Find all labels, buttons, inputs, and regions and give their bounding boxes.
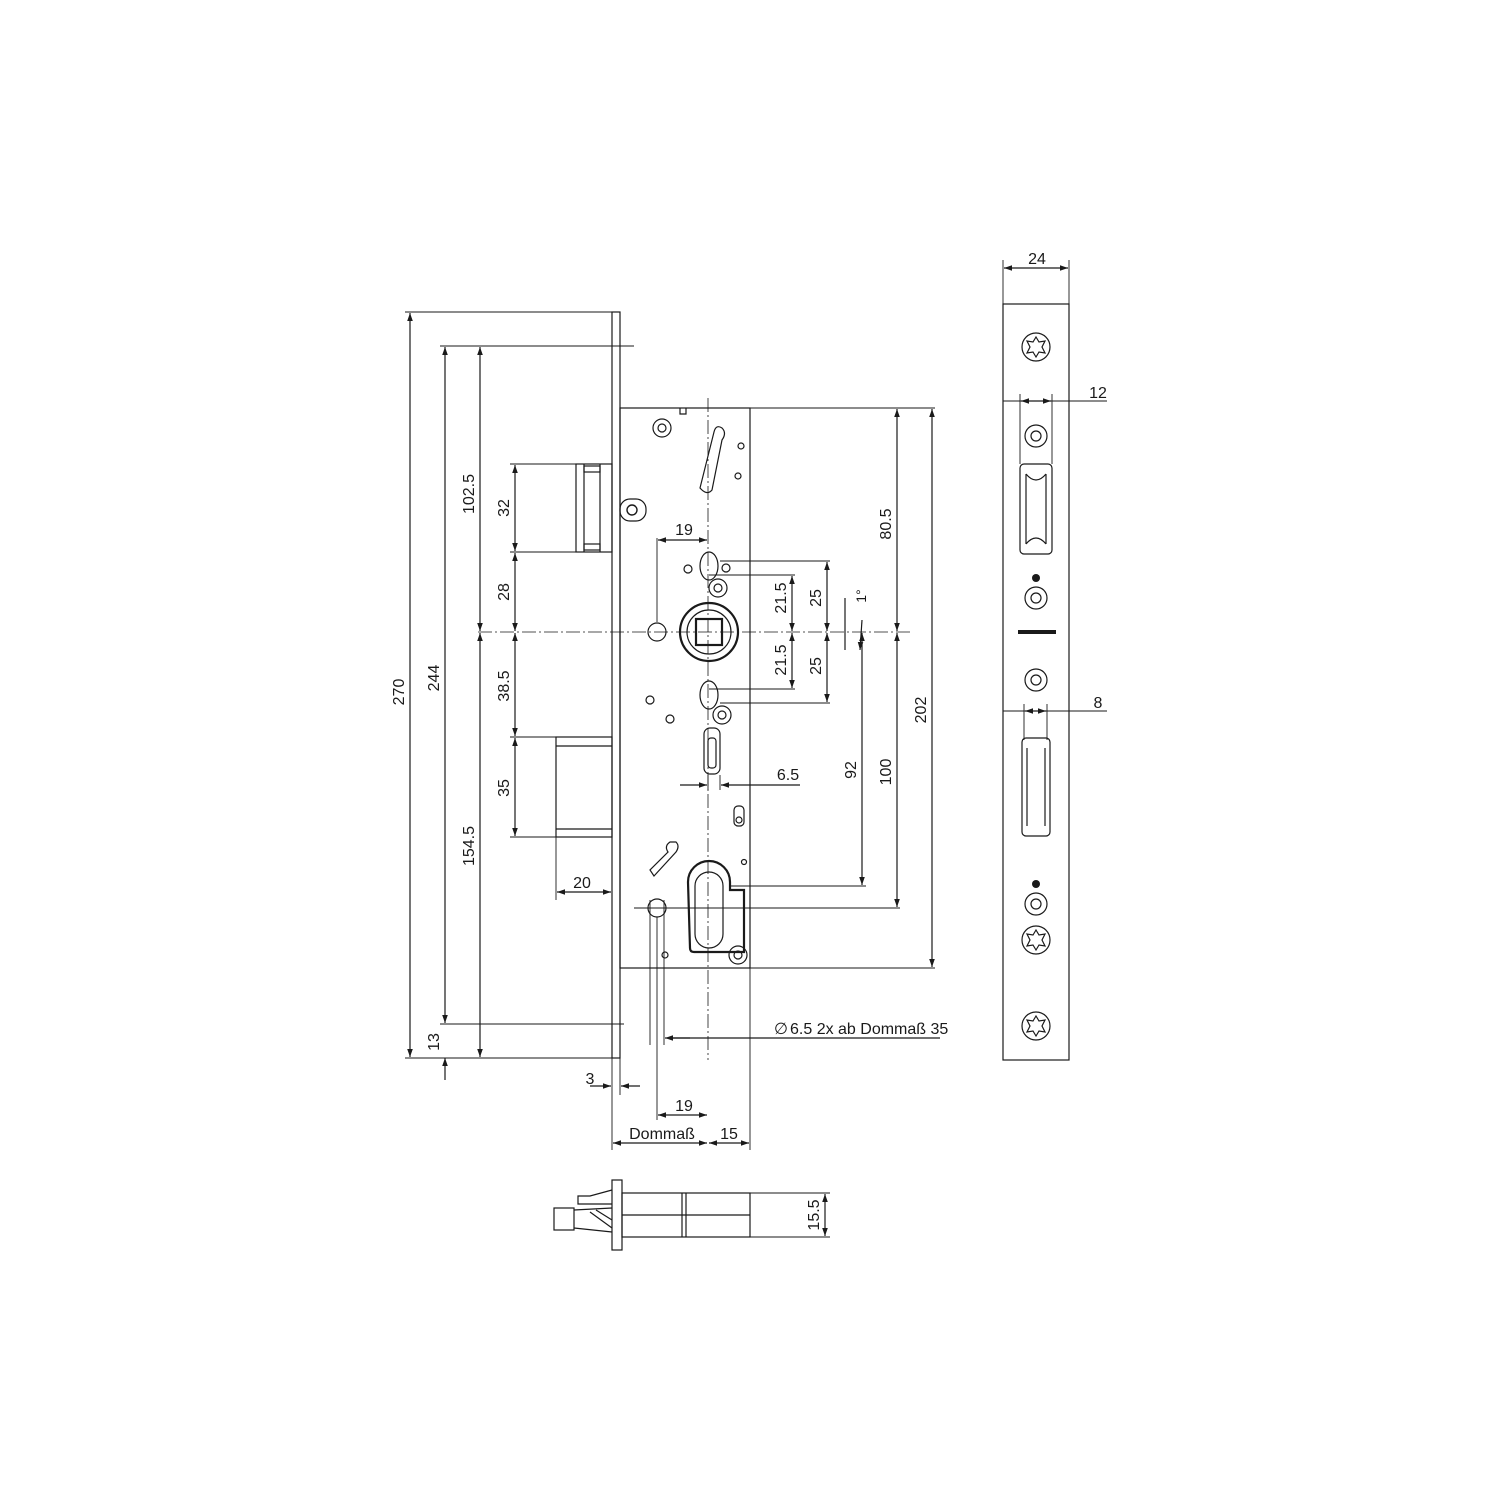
bolt-opening <box>1021 737 1051 837</box>
tiny-hole <box>740 858 748 866</box>
hole-bottom-small <box>661 951 669 959</box>
dim-28: 28 <box>496 583 513 601</box>
dim-19-top: 19 <box>675 522 693 539</box>
cylinder-cutout-outer <box>686 859 746 954</box>
center-marker <box>1018 630 1056 634</box>
dim-12: 12 <box>1089 385 1107 402</box>
dim-35: 35 <box>496 779 513 797</box>
dim-100: 100 <box>878 759 895 786</box>
small-slot <box>733 805 745 827</box>
dimension-lines <box>405 311 940 1150</box>
dim-angle: 1° <box>853 589 869 602</box>
dim-21-5-lower: 21.5 <box>773 644 790 675</box>
torx-screw-bottom <box>1021 1011 1051 1041</box>
screw-bottom <box>728 945 748 965</box>
hole-note: 6.5 2x ab Dommaß 35 <box>790 1021 948 1038</box>
bottom-view: 15.5 <box>553 1179 830 1251</box>
bottom-faceplate <box>611 1179 623 1251</box>
latch-profile <box>577 1189 613 1205</box>
lock-case <box>619 407 751 969</box>
dim-102-5: 102.5 <box>461 474 478 514</box>
torx-screw-top <box>1021 332 1051 362</box>
case-notch <box>679 408 687 415</box>
dim-32: 32 <box>496 499 513 517</box>
dim-13: 13 <box>426 1033 443 1051</box>
top-slot <box>699 426 726 494</box>
hole-note-symbol: ∅ <box>774 1021 788 1038</box>
dimension-labels: 270 244 13 102.5 154.5 32 28 38.5 35 20 … <box>391 474 948 1143</box>
latch-opening <box>1019 463 1053 555</box>
dim-80-5: 80.5 <box>878 508 895 539</box>
dim-92: 92 <box>843 761 860 779</box>
latch-cam <box>619 498 647 522</box>
dim-38-5: 38.5 <box>496 670 513 701</box>
lower-pin-cluster <box>645 680 732 725</box>
dim-25-lower: 25 <box>808 657 825 675</box>
cylinder-cutout-inner <box>694 871 724 949</box>
dim-15: 15 <box>720 1126 738 1143</box>
top-hole-a <box>737 442 745 450</box>
bolt-tip <box>553 1207 575 1231</box>
middle-slot <box>703 727 721 775</box>
dim-154-5: 154.5 <box>461 826 478 866</box>
torx-screw-middle <box>1021 925 1051 955</box>
dim-8: 8 <box>1094 695 1103 712</box>
dim-19-bottom: 19 <box>675 1098 693 1115</box>
dim-25-upper: 25 <box>808 589 825 607</box>
screw-2 <box>1024 574 1048 610</box>
dim-dommass: Dommaß <box>629 1126 695 1143</box>
dim-6-5: 6.5 <box>777 767 799 784</box>
dim-20: 20 <box>573 875 591 892</box>
small-hole <box>735 816 743 824</box>
dim-244: 244 <box>426 665 443 692</box>
upper-pin-cluster <box>683 551 731 598</box>
dead-bolt <box>555 736 613 838</box>
top-hole-b <box>734 472 742 480</box>
front-view <box>478 311 910 1060</box>
dim-3: 3 <box>586 1071 595 1088</box>
screw-4 <box>1024 880 1048 916</box>
latch-bolt <box>575 463 613 553</box>
dim-15-5: 15.5 <box>806 1199 823 1230</box>
dim-270: 270 <box>391 679 408 706</box>
latch-wedge <box>573 1207 613 1233</box>
dim-24: 24 <box>1028 251 1046 268</box>
dim-202: 202 <box>913 697 930 724</box>
hook-lever <box>649 841 679 877</box>
side-view: 24 12 8 <box>1002 251 1107 1061</box>
faceplate <box>611 311 621 1059</box>
screw-1 <box>1024 424 1048 448</box>
screw-top <box>652 418 672 438</box>
faceplate-front <box>1002 303 1070 1061</box>
screw-3 <box>1024 668 1048 692</box>
dim-21-5-upper: 21.5 <box>773 582 790 613</box>
